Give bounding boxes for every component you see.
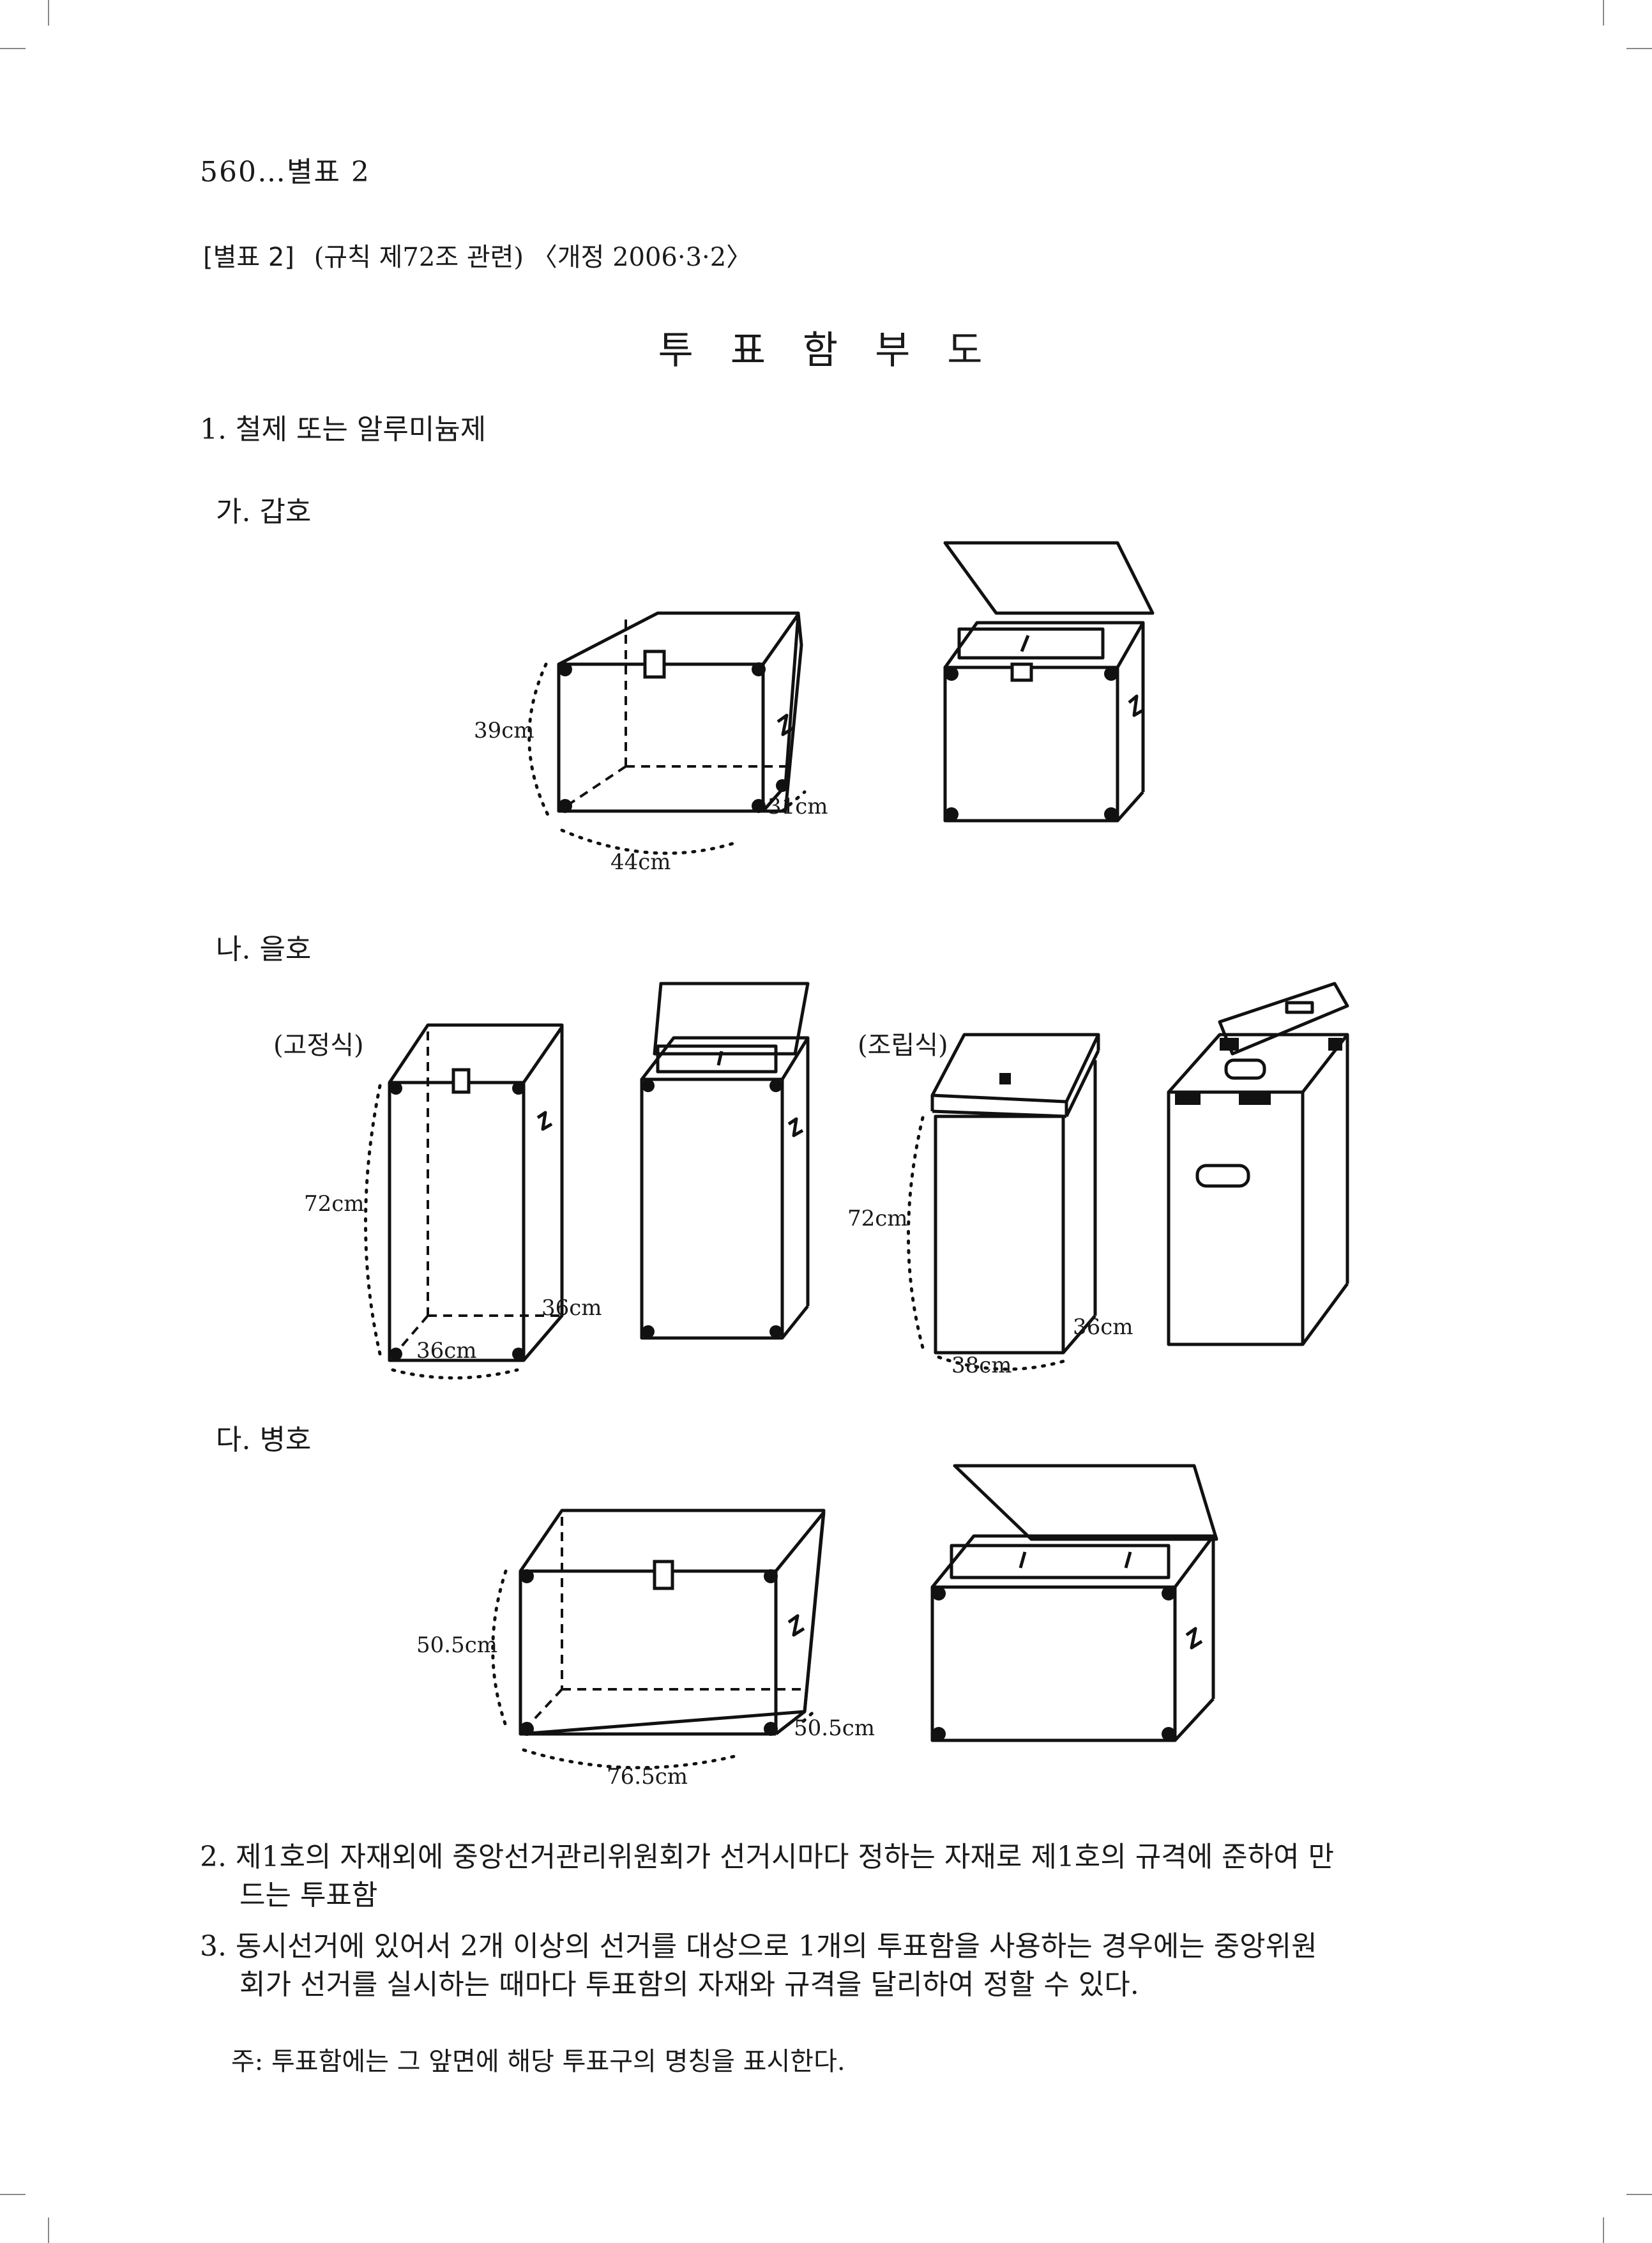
ballot-box-ga-open-figure: [943, 541, 1155, 823]
ballot-box-na-assembly-open-figure: [1167, 982, 1349, 1346]
list-item-line: 드는 투표함: [239, 1879, 378, 1912]
footnote: 주: 투표함에는 그 앞면에 해당 투표구의 명칭을 표시한다.: [231, 2047, 845, 2076]
subsection-da-heading: 다. 병호: [216, 1424, 312, 1456]
ballot-box-da-closed-figure: [491, 1509, 826, 1770]
subsection-ga-heading: 가. 갑호: [216, 496, 312, 528]
list-item: 3. 동시선거에 있어서 2개 이상의 선거를 대상으로 1개의 투표함을 사용…: [200, 1927, 1317, 2004]
page-header: 560…별표 2: [200, 156, 370, 188]
crop-mark: [0, 48, 26, 49]
crop-mark: [1626, 48, 1652, 49]
fixed-type-label: (고정식): [273, 1031, 364, 1060]
dimension-label: 36cm: [1073, 1314, 1133, 1340]
ballot-box-ga-closed-figure: [527, 611, 807, 855]
crop-mark: [48, 2217, 49, 2243]
crop-mark: [0, 2194, 26, 2195]
list-item-line: 3. 동시선거에 있어서 2개 이상의 선거를 대상으로 1개의 투표함을 사용…: [200, 1930, 1317, 1963]
dimension-label: 72cm: [304, 1191, 365, 1217]
ballot-box-na-assembly-closed-figure: [907, 1033, 1100, 1371]
dimension-label: 50.5cm: [416, 1632, 497, 1658]
dimension-label: 76.5cm: [607, 1764, 688, 1790]
crop-mark: [1603, 0, 1604, 26]
list-item: 2. 제1호의 자재외에 중앙선거관리위원회가 선거시마다 정하는 자재로 제1…: [200, 1838, 1334, 1915]
section-heading: 1. 철제 또는 알루미늄제: [200, 413, 487, 446]
ballot-box-na-fixed-open-figure: [640, 982, 810, 1340]
dimension-label: 36cm: [542, 1295, 602, 1321]
subsection-na-heading: 나. 을호: [216, 933, 312, 966]
dimension-label: 31cm: [768, 794, 828, 819]
crop-mark: [1603, 2217, 1604, 2243]
list-item-line: 2. 제1호의 자재외에 중앙선거관리위원회가 선거시마다 정하는 자재로 제1…: [200, 1841, 1335, 1873]
crop-mark: [48, 0, 49, 26]
annex-reference: (규칙 제72조 관련) 〈개정 2006·3·2〉: [314, 243, 752, 272]
dimension-label: 50.5cm: [794, 1715, 875, 1741]
dimension-label: 72cm: [847, 1206, 908, 1231]
dimension-label: 39cm: [474, 718, 534, 743]
dimension-label: 38cm: [951, 1353, 1012, 1378]
page-title: 투표함부도: [658, 328, 1020, 373]
ballot-box-da-open-figure: [930, 1464, 1218, 1742]
crop-mark: [1626, 2194, 1652, 2195]
list-item-line: 회가 선거를 실시하는 때마다 투표함의 자재와 규격을 달리하여 정할 수 있…: [239, 1968, 1139, 2001]
annex-label: [별표 2]: [203, 243, 294, 272]
dimension-label: 36cm: [416, 1338, 477, 1364]
ballot-box-na-fixed-closed-figure: [364, 1023, 564, 1380]
annex-heading: [별표 2] (규칙 제72조 관련) 〈개정 2006·3·2〉: [203, 236, 752, 273]
assembly-type-label: (조립식): [858, 1031, 948, 1060]
dimension-label: 44cm: [610, 849, 671, 875]
